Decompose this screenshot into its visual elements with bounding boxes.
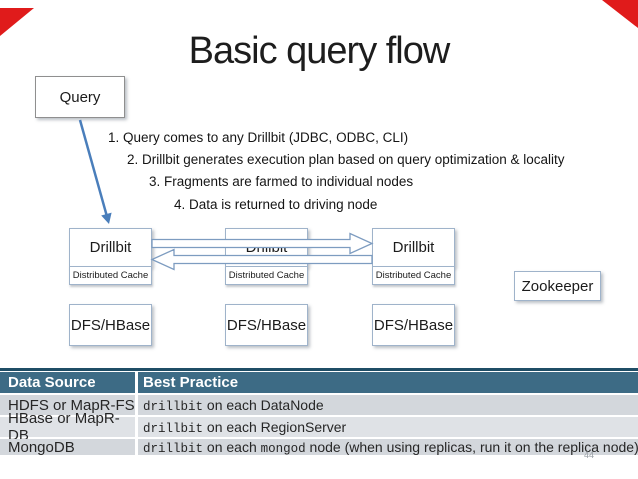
practice-segment: node (when using replicas, run it on the… xyxy=(305,438,638,455)
flow-step-4: 4. Data is returned to driving node xyxy=(174,197,378,212)
distributed-cache-box-3: Distributed Cache xyxy=(372,266,455,285)
query-to-drillbit-arrow-icon xyxy=(78,119,112,224)
column-header-best-practice: Best Practice xyxy=(143,374,239,391)
drillbit-label: Drillbit xyxy=(392,239,435,256)
flow-step-3: 3. Fragments are farmed to individual no… xyxy=(149,174,414,189)
flow-step-2: 2. Drillbit generates execution plan bas… xyxy=(127,152,565,167)
drillbit-box-3: Drillbit xyxy=(372,228,455,267)
table-row: HDFS or MapR-FS drillbit on each DataNod… xyxy=(0,395,638,415)
table-header-row: Data Source Best Practice xyxy=(0,372,638,393)
data-source-cell: MongoDB xyxy=(8,438,75,456)
slide-title: Basic query flow xyxy=(188,30,451,72)
best-practice-cell: drillbit on each mongod node (when using… xyxy=(135,439,638,456)
practice-segment: on each RegionServer xyxy=(203,418,347,435)
practice-segment: on each xyxy=(203,438,261,455)
red-corner-accent-right-icon xyxy=(602,0,638,28)
query-node-box: Query xyxy=(35,76,125,118)
distributed-cache-box-1: Distributed Cache xyxy=(69,266,152,285)
page-number: 44 xyxy=(584,450,595,460)
dfs-hbase-label: DFS/HBase xyxy=(226,316,307,334)
dfs-hbase-box-3: DFS/HBase xyxy=(372,304,455,346)
dfs-hbase-label: DFS/HBase xyxy=(70,316,151,334)
flow-step-1: 1. Query comes to any Drillbit (JDBC, OD… xyxy=(108,130,409,145)
column-header-data-source: Data Source xyxy=(8,374,96,391)
zookeeper-box: Zookeeper xyxy=(514,271,601,301)
practice-segment: drillbit xyxy=(143,421,204,436)
distributed-cache-label: Distributed Cache xyxy=(375,270,452,281)
drillbit-box-1: Drillbit xyxy=(69,228,152,267)
practice-segment: drillbit xyxy=(143,441,204,456)
drillbit-label: Drillbit xyxy=(89,239,132,256)
practice-segment: on each DataNode xyxy=(203,396,324,413)
distributed-cache-label: Distributed Cache xyxy=(72,270,149,281)
query-label: Query xyxy=(59,88,101,106)
practice-segment: mongod xyxy=(260,441,306,456)
dfs-hbase-box-1: DFS/HBase xyxy=(69,304,152,346)
table-column-divider xyxy=(135,372,138,455)
drillbit-label: Drillbit xyxy=(245,239,288,256)
dfs-hbase-label: DFS/HBase xyxy=(373,316,454,334)
table-row: MongoDB drillbit on each mongod node (wh… xyxy=(0,438,638,456)
best-practice-cell: drillbit on each RegionServer xyxy=(135,419,638,436)
distributed-cache-box-2: Distributed Cache xyxy=(225,266,308,285)
table-row: HBase or MapR-DB drillbit on each Region… xyxy=(0,410,638,444)
dfs-hbase-box-2: DFS/HBase xyxy=(225,304,308,346)
drillbit-box-2: Drillbit xyxy=(225,228,308,267)
zookeeper-label: Zookeeper xyxy=(521,277,594,295)
data-source-cell: HDFS or MapR-FS xyxy=(8,396,135,414)
table-top-border xyxy=(0,368,638,371)
practice-segment: drillbit xyxy=(143,399,204,414)
best-practice-cell: drillbit on each DataNode xyxy=(135,397,638,414)
distributed-cache-label: Distributed Cache xyxy=(228,270,305,281)
